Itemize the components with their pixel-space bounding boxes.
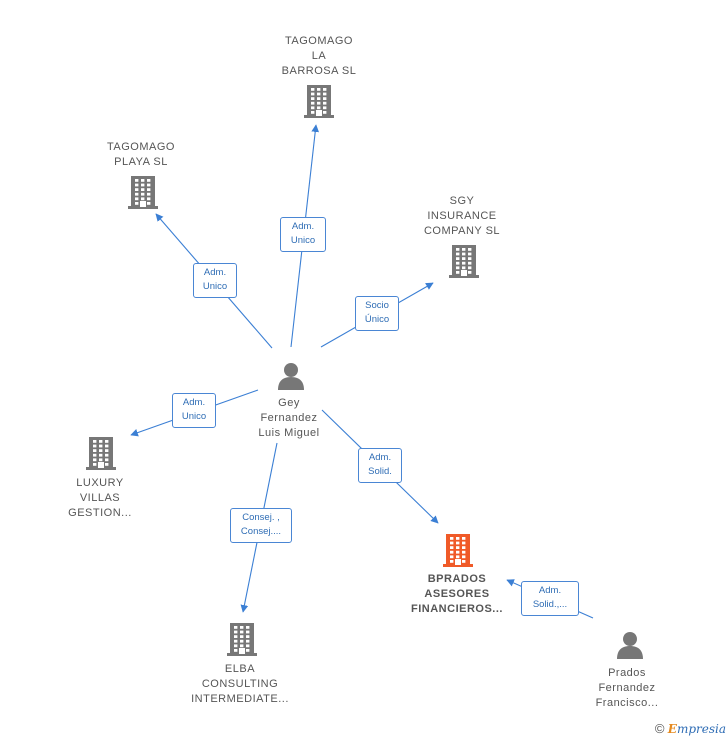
- building-icon: [227, 623, 257, 656]
- node-prados-fernandez-label[interactable]: Prados Fernandez Francisco...: [595, 667, 659, 709]
- building-icon: [443, 534, 473, 567]
- person-icon: [278, 363, 304, 390]
- edge-label-luxury-villas[interactable]: Adm. Unico: [172, 393, 216, 428]
- brand-logo-text: mpresia: [676, 722, 726, 736]
- edge-label-bprados[interactable]: Adm. Solid.: [358, 448, 402, 483]
- building-icon: [86, 437, 116, 470]
- node-elba-consulting-icon-wrap[interactable]: [226, 621, 258, 662]
- node-bprados-icon-wrap[interactable]: [442, 532, 474, 573]
- building-icon: [449, 245, 479, 278]
- node-tagomago-playa-label[interactable]: TAGOMAGO PLAYA SL: [107, 141, 175, 168]
- edge-label-tagomago-la-barrosa[interactable]: Adm. Unico: [280, 217, 326, 252]
- copyright-symbol: ©: [654, 721, 665, 736]
- footer-brand: © Empresia: [655, 721, 726, 736]
- node-prados-fernandez-icon-wrap[interactable]: [615, 630, 645, 665]
- building-icon: [128, 176, 158, 209]
- node-sgy-insurance-label[interactable]: SGY INSURANCE COMPANY SL: [423, 195, 501, 237]
- node-luxury-villas-icon-wrap[interactable]: [85, 435, 117, 476]
- edge-label-sgy-insurance[interactable]: Socio Único: [355, 296, 399, 331]
- edge-label-tagomago-playa[interactable]: Adm. Unico: [193, 263, 237, 298]
- node-tagomago-la-barrosa-label[interactable]: TAGOMAGO LA BARROSA SL: [281, 35, 357, 77]
- node-elba-consulting-label[interactable]: ELBA CONSULTING INTERMEDIATE...: [191, 663, 289, 705]
- node-bprados-label[interactable]: BPRADOS ASESORES FINANCIEROS...: [411, 573, 503, 615]
- person-icon: [617, 632, 643, 659]
- edge-label-elba-consulting[interactable]: Consej. , Consej....: [230, 508, 292, 543]
- node-tagomago-la-barrosa-icon-wrap[interactable]: [303, 83, 335, 124]
- node-luxury-villas-label[interactable]: LUXURY VILLAS GESTION...: [68, 477, 132, 519]
- building-icon: [304, 85, 334, 118]
- node-gey-fernandez-label[interactable]: Gey Fernandez Luis Miguel: [258, 397, 320, 439]
- node-gey-fernandez-icon-wrap[interactable]: [276, 361, 306, 396]
- edge-label-bprados[interactable]: Adm. Solid.,...: [521, 581, 579, 616]
- node-tagomago-playa-icon-wrap[interactable]: [127, 174, 159, 215]
- brand-logo-letter: E: [667, 722, 677, 736]
- node-sgy-insurance-icon-wrap[interactable]: [448, 243, 480, 284]
